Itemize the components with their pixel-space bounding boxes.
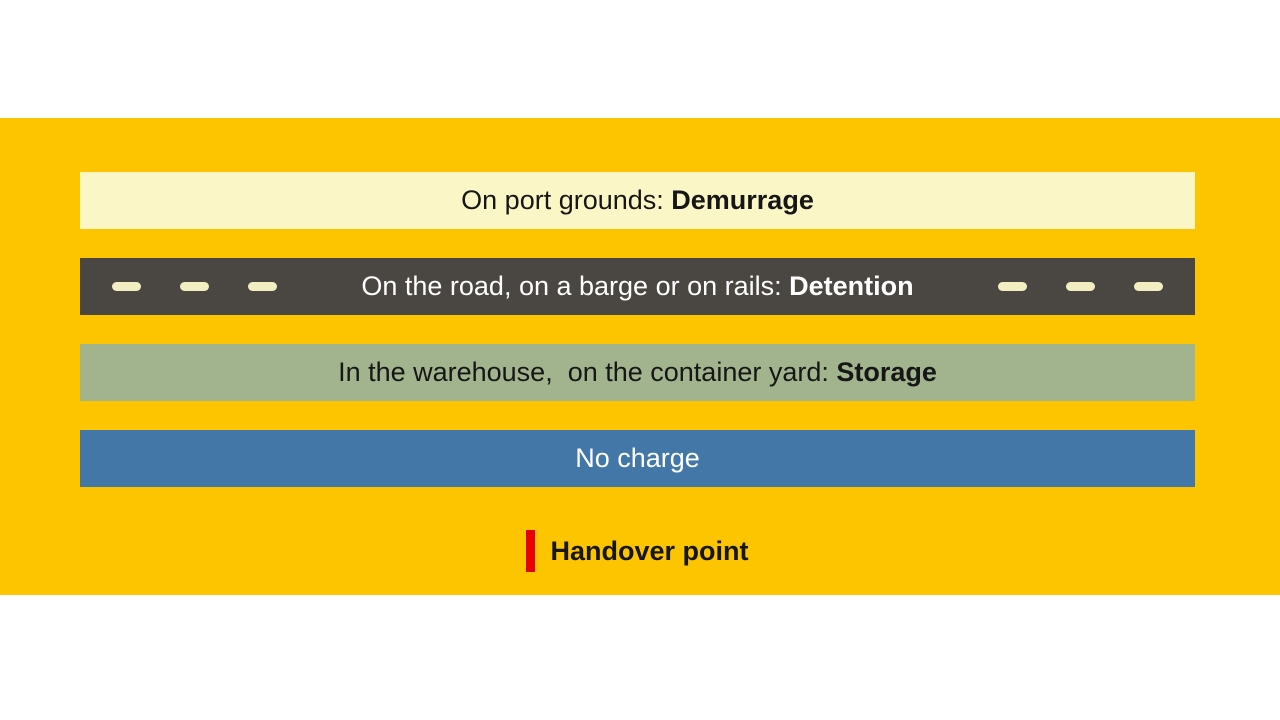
legend: Handover point [80, 530, 1195, 572]
charges-content: On port grounds: Demurrage On the road, … [80, 172, 1195, 572]
bar-road: On the road, on a barge or on rails: Det… [80, 258, 1195, 315]
road-dash [1133, 282, 1163, 291]
bar-warehouse-text: In the warehouse, on the container yard:… [338, 359, 937, 386]
road-dash [1065, 282, 1095, 291]
bar-warehouse-keyword: Storage [836, 357, 937, 387]
bar-warehouse-label: In the warehouse, on the container yard: [338, 357, 837, 387]
handover-point-marker [526, 530, 536, 572]
bar-port-grounds-text: On port grounds: Demurrage [461, 187, 814, 214]
road-dash [112, 282, 141, 291]
bar-port-grounds: On port grounds: Demurrage [80, 172, 1195, 229]
road-dash [997, 282, 1027, 291]
bar-no-charge-label: No charge [575, 443, 700, 473]
bar-road-label: On the road, on a barge or on rails: [361, 271, 790, 301]
bar-port-grounds-label: On port grounds: [461, 185, 672, 215]
road-dash [248, 282, 277, 291]
bar-road-keyword: Detention [789, 271, 914, 301]
bar-no-charge-text: No charge [575, 445, 700, 472]
road-dashes-left [112, 282, 277, 291]
bar-no-charge: No charge [80, 430, 1195, 487]
legend-label: Handover point [550, 535, 749, 566]
road-dash [180, 282, 209, 291]
bar-port-grounds-keyword: Demurrage [671, 185, 814, 215]
road-dashes-right [997, 282, 1163, 291]
bar-warehouse: In the warehouse, on the container yard:… [80, 344, 1195, 401]
bar-road-text: On the road, on a barge or on rails: Det… [361, 273, 913, 300]
charges-panel: On port grounds: Demurrage On the road, … [0, 118, 1280, 595]
